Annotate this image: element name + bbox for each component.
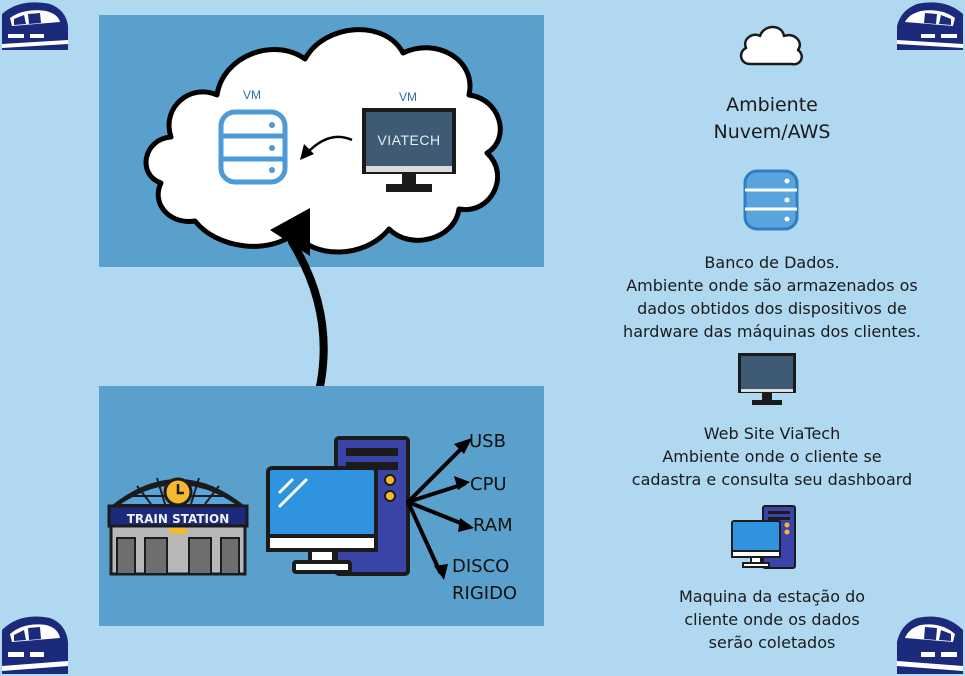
legend-database-line4: hardware das máquinas dos clientes. bbox=[623, 322, 921, 341]
hardware-cpu-label: CPU bbox=[470, 474, 507, 495]
train-icon-bottom-left bbox=[2, 616, 68, 674]
legend-title-line2: Nuvem/AWS bbox=[713, 121, 831, 143]
legend-title-line1: Ambiente bbox=[726, 94, 818, 116]
hardware-arrows bbox=[406, 438, 474, 580]
station-sign: TRAIN STATION bbox=[126, 512, 230, 526]
legend-database-line1: Banco de Dados. bbox=[704, 253, 840, 272]
legend-database-line3: dados obtidos dos dispositivos de bbox=[637, 299, 907, 318]
legend-website-line2: Ambiente onde o cliente se bbox=[662, 447, 882, 466]
legend-database-line2: Ambiente onde são armazenados os bbox=[626, 276, 918, 295]
hardware-ram-label: RAM bbox=[473, 515, 513, 536]
legend-website-description: Web Site ViaTech Ambiente onde o cliente… bbox=[600, 422, 944, 491]
train-icon-top-left bbox=[2, 2, 68, 50]
hardware-disk-label-line2: RIGIDO bbox=[452, 583, 518, 604]
legend-title: Ambiente Nuvem/AWS bbox=[672, 92, 872, 146]
monitor-screen-text: VIATECH bbox=[377, 132, 441, 148]
desktop-computer-icon bbox=[266, 436, 410, 576]
hardware-disk-label-line1: DISCO bbox=[452, 556, 510, 577]
db-vm-label: VM bbox=[243, 88, 261, 102]
train-icon-bottom-right bbox=[897, 616, 963, 674]
legend-station-line2: cliente onde os dados bbox=[684, 610, 860, 629]
legend-station-line3: serão coletados bbox=[708, 633, 836, 652]
database-icon bbox=[218, 109, 288, 185]
legend-station-line1: Maquina da estação do bbox=[678, 587, 866, 606]
legend-monitor-icon bbox=[738, 353, 796, 405]
monitor-icon bbox=[362, 108, 456, 192]
legend-station-description: Maquina da estação do cliente onde os da… bbox=[600, 585, 944, 654]
legend-database-icon bbox=[743, 169, 799, 231]
legend-database-description: Banco de Dados. Ambiente onde são armaze… bbox=[600, 251, 944, 343]
train-station-icon bbox=[107, 477, 249, 576]
hardware-usb-label: USB bbox=[469, 431, 506, 452]
legend-desktop-computer-icon bbox=[731, 505, 796, 569]
legend-website-line1: Web Site ViaTech bbox=[703, 424, 841, 443]
train-icon-top-right bbox=[897, 2, 963, 50]
sync-arrow bbox=[300, 135, 353, 160]
web-vm-label: VM bbox=[399, 90, 417, 104]
legend-cloud-icon bbox=[739, 25, 803, 66]
legend-website-line3: cadastra e consulta seu dashboard bbox=[631, 470, 913, 489]
